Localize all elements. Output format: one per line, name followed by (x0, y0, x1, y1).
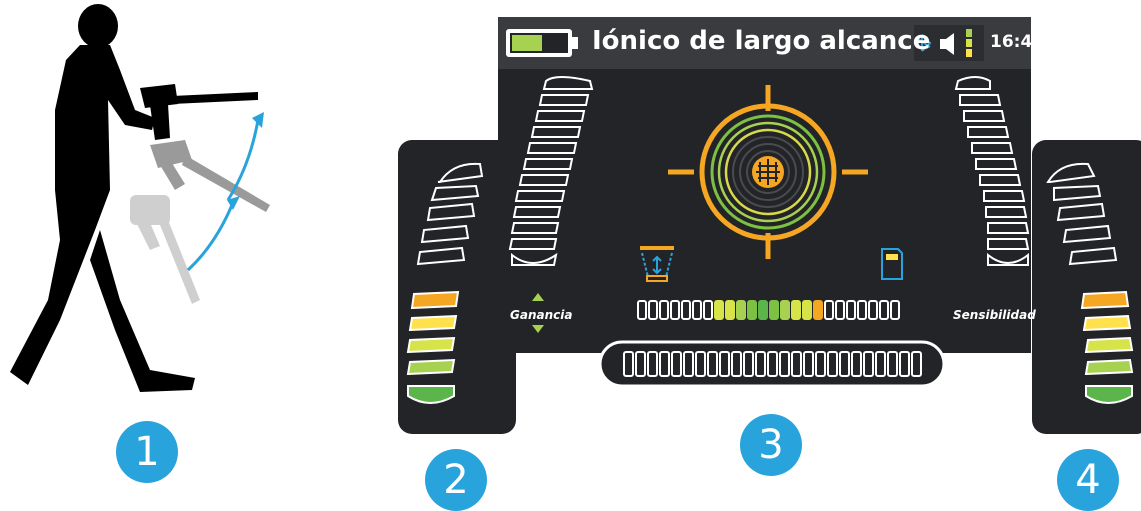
person-silhouette (10, 4, 258, 392)
speaker-icon (940, 33, 954, 55)
signal-meter (637, 300, 900, 320)
gain-scale (508, 76, 594, 266)
motion-arrows (186, 119, 260, 272)
gain-label: Ganancia (510, 308, 573, 322)
sd-card-icon (881, 248, 903, 280)
device-ghost-mid (150, 140, 270, 212)
depth-icon (640, 246, 674, 282)
step-badge-1: 1 (116, 421, 178, 483)
clock: 16:40 (990, 32, 1045, 52)
sensitivity-scale (954, 76, 1030, 266)
battery-icon (506, 29, 578, 57)
sensitivity-label: Sensibilidad (953, 308, 1036, 322)
signal-icon (966, 29, 972, 57)
device-screen (498, 17, 1031, 353)
screen-title: Iónico de largo alcance (592, 26, 931, 56)
operator-illustration (0, 0, 300, 420)
device-ghost-low (130, 195, 200, 304)
gain-panel (398, 140, 516, 434)
bottom-capsule-meter (598, 340, 946, 388)
target-icon (668, 85, 868, 259)
step-badge-3: 3 (740, 414, 802, 476)
step-badge-2: 2 (425, 449, 487, 511)
bluetooth-icon (917, 34, 932, 52)
step-badge-4: 4 (1057, 449, 1119, 511)
sensitivity-panel (1032, 140, 1141, 434)
